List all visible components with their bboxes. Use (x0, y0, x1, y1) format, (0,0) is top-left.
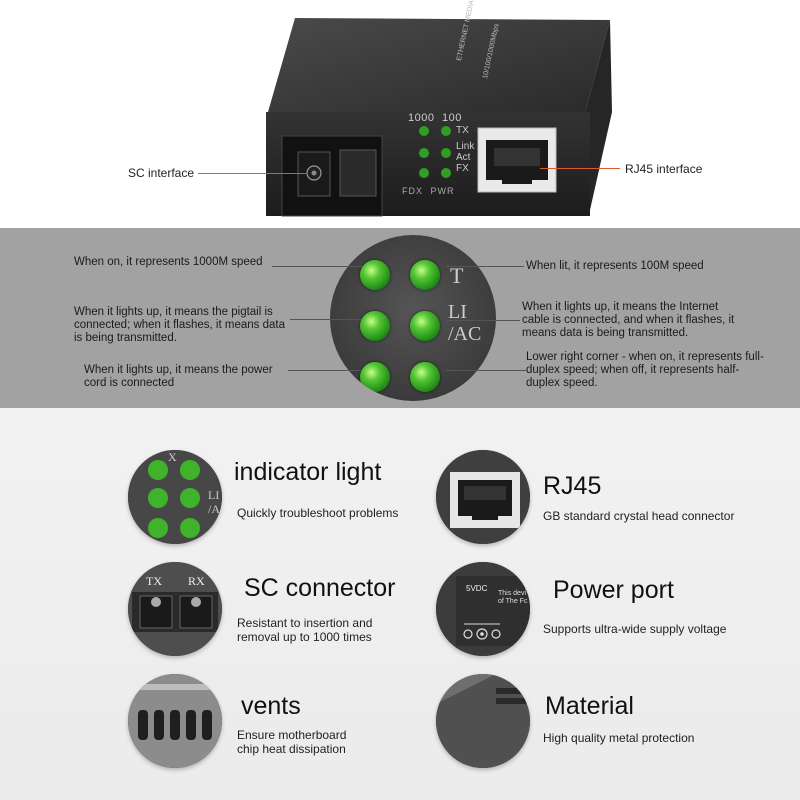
led-print-a: /A (208, 502, 220, 516)
sc-pointer-line (198, 173, 306, 174)
power-print-note-2: of The Fc (498, 598, 528, 605)
led-closeup: T LI /AC (330, 235, 496, 401)
sc-connector-icon: TX RX (128, 562, 222, 656)
feature-title-rj45: RJ45 (543, 472, 602, 500)
metal-case-icon (436, 674, 530, 768)
label-fx: FX (456, 163, 469, 174)
sc-print-tx: TX (146, 574, 162, 588)
led-1000-icon (360, 260, 390, 290)
led-print-x: X (168, 450, 177, 464)
power-port-icon: 5VDC This devi of The Fc (436, 562, 530, 656)
led-1000-pointer (272, 266, 362, 267)
vents-icon (128, 674, 222, 768)
label-100: 100 (442, 112, 462, 124)
features-section: X LI /A indicator light Quickly troubles… (0, 408, 800, 800)
panel-leds (419, 126, 451, 178)
led-print-li: LI (208, 488, 220, 502)
sc-interface-label: SC interface (128, 166, 195, 180)
label-1000: 1000 (408, 112, 435, 124)
led-fdx-description: Lower right corner - when on, it represe… (526, 351, 764, 389)
led-fx-description: When it lights up, it means the pigtail … (74, 306, 285, 344)
led-100-icon (410, 260, 440, 290)
led-link-act-icon (410, 311, 440, 341)
feature-desc-power: Supports ultra-wide supply voltage (543, 622, 727, 636)
feature-desc-indicator: Quickly troubleshoot problems (237, 506, 399, 520)
led-fx-pointer (290, 319, 362, 320)
feature-desc-material: High quality metal protection (543, 731, 695, 745)
feature-title-power: Power port (553, 576, 674, 604)
led-act-description: When it lights up, it means the Internet… (522, 301, 735, 339)
power-print-note-1: This devi (498, 590, 527, 597)
device-overview-section: 1000 100 TX Link Act FX FDX PWR ETHERNET… (0, 0, 800, 228)
rj45-interface-label: RJ45 interface (625, 162, 703, 176)
feature-desc-vents: Ensure motherboard chip heat dissipation (237, 728, 347, 756)
led-act-pointer (446, 320, 520, 321)
led-pwr-description: When it lights up, it means the power co… (84, 364, 273, 389)
led-pwr-icon (360, 362, 390, 392)
media-converter-device (266, 18, 612, 217)
feature-title-vents: vents (241, 692, 301, 720)
led-link-fx-icon (360, 311, 390, 341)
feature-title-material: Material (545, 692, 634, 720)
panel-print-li: LI (448, 301, 467, 323)
led-1000-description: When on, it represents 1000M speed (74, 256, 263, 268)
power-print-5vdc: 5VDC (466, 584, 488, 593)
rj45-port-icon (436, 450, 530, 544)
feature-title-indicator: indicator light (234, 458, 382, 486)
led-pwr-pointer (288, 370, 362, 371)
sc-print-rx: RX (188, 574, 205, 588)
feature-desc-sc: Resistant to insertion and removal up to… (237, 616, 373, 644)
label-tx: TX (456, 125, 469, 136)
feature-desc-rj45: GB standard crystal head connector (543, 509, 735, 523)
panel-print-ac: /AC (448, 323, 482, 345)
feature-title-sc: SC connector (244, 574, 396, 602)
led-100-pointer (446, 266, 524, 267)
led-explanation-section: T LI /AC When on, it represents 1000M sp… (0, 228, 800, 408)
led-fdx-pointer (446, 370, 526, 371)
label-link: Link (456, 141, 475, 152)
label-act: Act (456, 152, 471, 163)
led-fdx-icon (410, 362, 440, 392)
label-fdx: FDX (402, 186, 423, 196)
indicator-led-icon: X LI /A (128, 450, 222, 544)
rj45-pointer-line (540, 168, 620, 169)
led-100-description: When lit, it represents 100M speed (526, 260, 704, 272)
label-pwr: PWR (430, 186, 455, 196)
panel-print-t: T (450, 263, 464, 288)
